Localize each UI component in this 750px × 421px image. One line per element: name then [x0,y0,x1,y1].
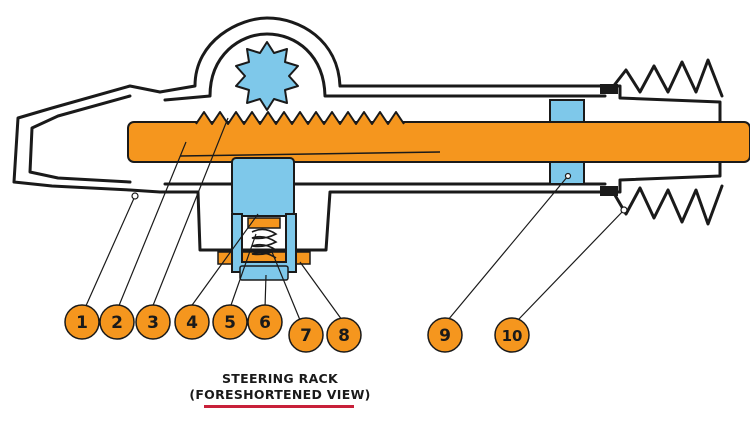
callout-1: 1 [64,304,100,340]
bellows-bottom [610,184,724,226]
rack-guide-line [179,151,441,157]
end-cap [12,84,162,194]
leader-9 [447,175,569,321]
leader-6 [264,274,267,309]
support-yoke [231,157,295,217]
rack-bush-bottom [549,161,585,185]
housing-body [158,16,722,252]
housing-inner-line [163,32,607,102]
svg-text:2: 2 [111,313,123,333]
caption-underline [204,405,354,408]
svg-text:7: 7 [300,326,312,346]
leader-dot-1 [131,192,139,200]
svg-text:6: 6 [259,313,271,333]
svg-text:10: 10 [502,327,523,345]
callout-9: 9 [427,317,463,353]
leader-5 [229,233,257,309]
leader-2 [117,141,187,309]
gaiter-clamp-top [600,84,618,94]
callout-2: 2 [99,304,135,340]
svg-text:3: 3 [147,313,159,333]
leader-10 [517,209,625,321]
svg-text:9: 9 [439,326,451,346]
callout-8: 8 [326,317,362,353]
svg-text:5: 5 [224,313,236,333]
spring-seat [247,217,281,229]
leader-dot-10 [620,206,628,214]
callout-6: 6 [247,304,283,340]
callout-4: 4 [174,304,210,340]
svg-text:4: 4 [186,313,198,333]
callout-10: 10 [494,317,530,353]
svg-text:8: 8 [338,326,350,346]
end-cap-inner [28,94,132,184]
leader-7 [271,251,301,321]
leader-3 [151,117,229,309]
callout-3: 3 [135,304,171,340]
gear-rack [127,121,750,163]
yoke-base-plate [239,265,289,281]
leader-4 [189,213,259,309]
callout-7: 7 [288,317,324,353]
caption-subtitle: (FORESHORTENED VIEW) [189,387,371,402]
pinion-gear [235,41,299,111]
svg-text:1: 1 [76,313,88,333]
leader-8 [299,261,343,321]
gaiter-clamp-bottom [600,186,618,196]
leader-1 [84,195,136,309]
leader-dot-9 [564,172,572,180]
rack-teeth [195,111,405,125]
coil-spring [251,228,278,259]
caption-title: STEERING RACK [221,371,338,386]
rack-bush-top [549,99,585,123]
callout-5: 5 [212,304,248,340]
bellows-top [610,58,724,98]
